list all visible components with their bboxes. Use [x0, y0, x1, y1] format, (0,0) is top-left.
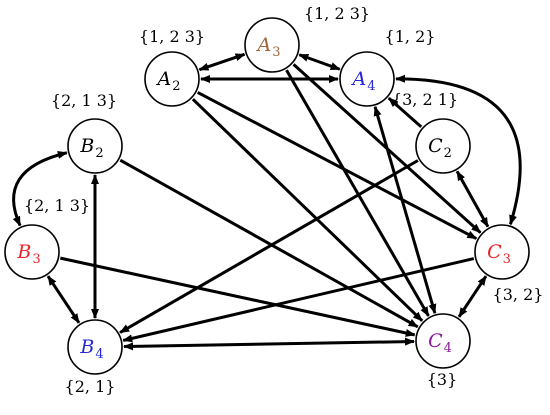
- node-subscript: 2: [172, 79, 180, 94]
- edge-a2-c4: [191, 98, 424, 322]
- node-letter: B: [16, 241, 31, 263]
- node-a3: A3: [244, 17, 300, 73]
- preference-set-c4: {3}: [427, 370, 458, 389]
- node-b3: B3: [4, 224, 60, 280]
- node-letter: A: [155, 68, 171, 90]
- node-label-c4: C4: [428, 330, 452, 356]
- preference-set-b4: {2, 1}: [65, 377, 116, 396]
- node-circle-a3: [244, 17, 300, 73]
- node-subscript: 4: [95, 347, 103, 362]
- node-circle-a4: [339, 51, 395, 107]
- node-label-b3: B3: [16, 241, 40, 267]
- node-subscript: 2: [95, 146, 103, 161]
- node-label-c3: C3: [487, 241, 511, 267]
- edge-b3-c4: [60, 256, 416, 337]
- node-circle-c2: [415, 118, 471, 174]
- node-c4: C4: [415, 313, 471, 369]
- node-b2: B2: [67, 118, 123, 174]
- node-letter: C: [487, 241, 502, 263]
- node-label-a4: A4: [350, 68, 375, 94]
- node-circle-a2: [144, 51, 200, 107]
- edge-a2-a3: [198, 52, 246, 72]
- node-label-c2: C2: [428, 135, 452, 161]
- preference-set-a4: {1, 2}: [385, 27, 436, 46]
- node-subscript: 3: [32, 252, 40, 267]
- node-label-b2: B2: [79, 135, 103, 161]
- preference-set-b3: {2, 1 3}: [24, 196, 90, 215]
- node-circle-b3: [4, 224, 60, 280]
- node-letter: B: [79, 336, 94, 358]
- node-circle-b4: [67, 319, 123, 375]
- node-circle-c3: [474, 224, 530, 280]
- node-subscript: 4: [367, 79, 375, 94]
- node-subscript: 4: [444, 341, 452, 356]
- edge-c2-b4: [119, 159, 419, 334]
- labels-layer: {1, 2 3} {1, 2 3} {1, 2} {2, 1 3} {3, 2 1} {2…: [24, 4, 544, 396]
- preference-set-c3: {3, 2}: [493, 285, 544, 304]
- node-b4: B4: [67, 319, 123, 375]
- edges-layer: [12, 52, 522, 351]
- node-label-a2: A2: [155, 68, 180, 94]
- edge-b4-c4: [122, 337, 416, 351]
- node-a2: A2: [144, 51, 200, 107]
- node-label-a3: A3: [255, 34, 280, 60]
- preference-set-a2: {1, 2 3}: [139, 27, 205, 46]
- preference-set-a3: {1, 2 3}: [304, 4, 370, 23]
- node-c3: C3: [474, 224, 530, 280]
- node-c2: C2: [415, 118, 471, 174]
- edge-c3-c4: [457, 275, 488, 318]
- node-label-b4: B4: [79, 336, 103, 362]
- node-a4: A4: [339, 51, 395, 107]
- node-letter: B: [79, 135, 94, 157]
- preference-set-c2: {3, 2 1}: [392, 90, 458, 109]
- node-letter: A: [350, 68, 366, 90]
- edge-b2-c4: [119, 158, 419, 329]
- edge-b3-b4: [46, 275, 81, 324]
- node-subscript: 3: [503, 252, 511, 267]
- preference-set-b2: {2, 1 3}: [51, 91, 117, 110]
- edge-b2-b3: [12, 150, 68, 227]
- edge-a4-c3: [395, 74, 522, 226]
- node-letter: C: [428, 330, 443, 352]
- node-letter: C: [428, 135, 443, 157]
- edge-c3-b4: [122, 257, 475, 343]
- edge-c2-c3: [455, 170, 490, 228]
- edge-a3-a4: [298, 53, 341, 71]
- node-subscript: 2: [444, 146, 452, 161]
- node-circle-b2: [67, 118, 123, 174]
- node-letter: A: [255, 34, 271, 56]
- node-circle-c4: [415, 313, 471, 369]
- node-subscript: 3: [272, 45, 280, 60]
